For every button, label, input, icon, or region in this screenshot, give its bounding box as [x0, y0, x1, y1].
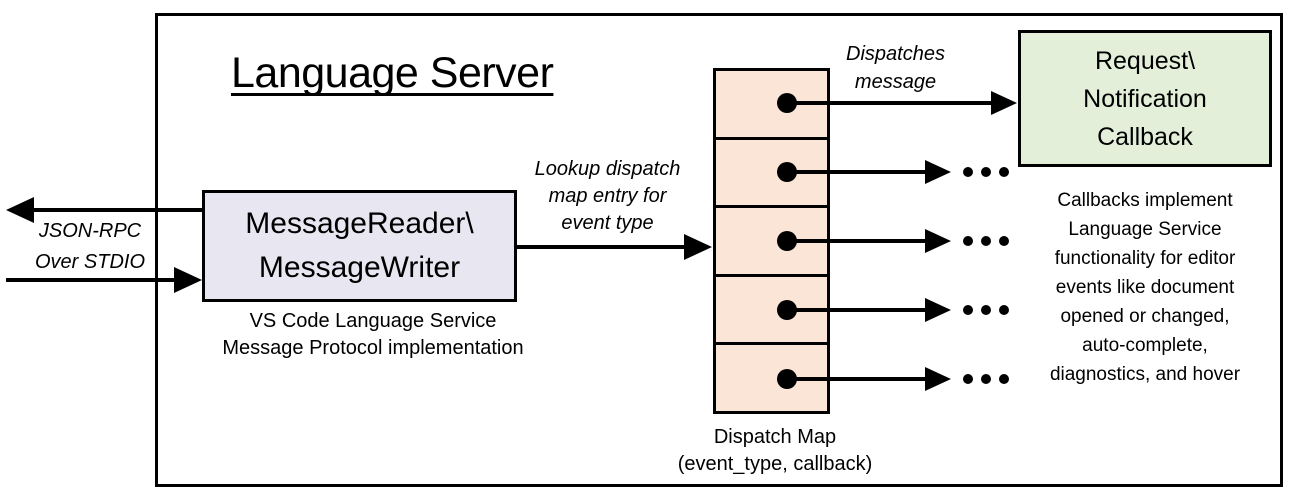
lookup-label-line3: event type: [561, 212, 654, 234]
dispatches-label-line1: Dispatches: [846, 43, 945, 65]
callback-box: Request\ Notification Callback: [1018, 30, 1272, 167]
dispatch-map: [713, 68, 830, 414]
dispatch-map-cell: [716, 208, 827, 277]
dispatch-map-caption: Dispatch Map (event_type, callback): [650, 424, 900, 478]
lookup-label-line2: map entry for: [548, 185, 667, 207]
callbacks-note-line5: opened or changed,: [1060, 306, 1230, 327]
message-reader-caption-line1: VS Code Language Service: [249, 310, 497, 332]
dispatch-map-cell: [716, 71, 827, 140]
stdio-label: JSON-RPC Over STDIO: [15, 216, 165, 278]
callback-box-line2: Notification: [1083, 84, 1207, 113]
dispatch-map-cell: [716, 345, 827, 411]
callback-box-line3: Callback: [1097, 122, 1193, 151]
message-reader-line2: MessageWriter: [258, 251, 461, 284]
lookup-label-line1: Lookup dispatch: [534, 158, 681, 180]
dispatch-map-caption-line1: Dispatch Map: [713, 426, 837, 448]
stdio-label-line1: JSON-RPC: [38, 220, 142, 242]
callbacks-note-line6: auto-complete,: [1082, 335, 1208, 356]
dispatch-map-cell: [716, 140, 827, 209]
callbacks-note-line3: functionality for editor: [1054, 248, 1236, 269]
dispatches-label: Dispatches message: [813, 40, 978, 96]
lookup-label: Lookup dispatch map entry for event type: [505, 156, 710, 237]
message-reader-box: MessageReader\ MessageWriter: [202, 190, 517, 302]
callbacks-note-line4: events like document: [1055, 277, 1235, 298]
callbacks-note-line7: diagnostics, and hover: [1049, 364, 1241, 385]
callbacks-note-line2: Language Service: [1068, 219, 1222, 240]
language-server-boundary: [155, 13, 1283, 487]
callbacks-note-line1: Callbacks implement: [1057, 190, 1233, 211]
diagram-title: Language Server: [231, 49, 554, 97]
stdio-label-line2: Over STDIO: [34, 251, 145, 273]
callbacks-note: Callbacks implement Language Service fun…: [1013, 186, 1277, 389]
dispatches-label-line2: message: [854, 71, 937, 93]
message-reader-caption-line2: Message Protocol implementation: [222, 337, 524, 359]
callback-box-line1: Request\: [1094, 46, 1196, 75]
dispatch-map-cell: [716, 277, 827, 346]
message-reader-line1: MessageReader\: [245, 207, 474, 240]
dispatch-map-caption-line2: (event_type, callback): [677, 453, 873, 475]
message-reader-caption: VS Code Language Service Message Protoco…: [173, 308, 573, 362]
